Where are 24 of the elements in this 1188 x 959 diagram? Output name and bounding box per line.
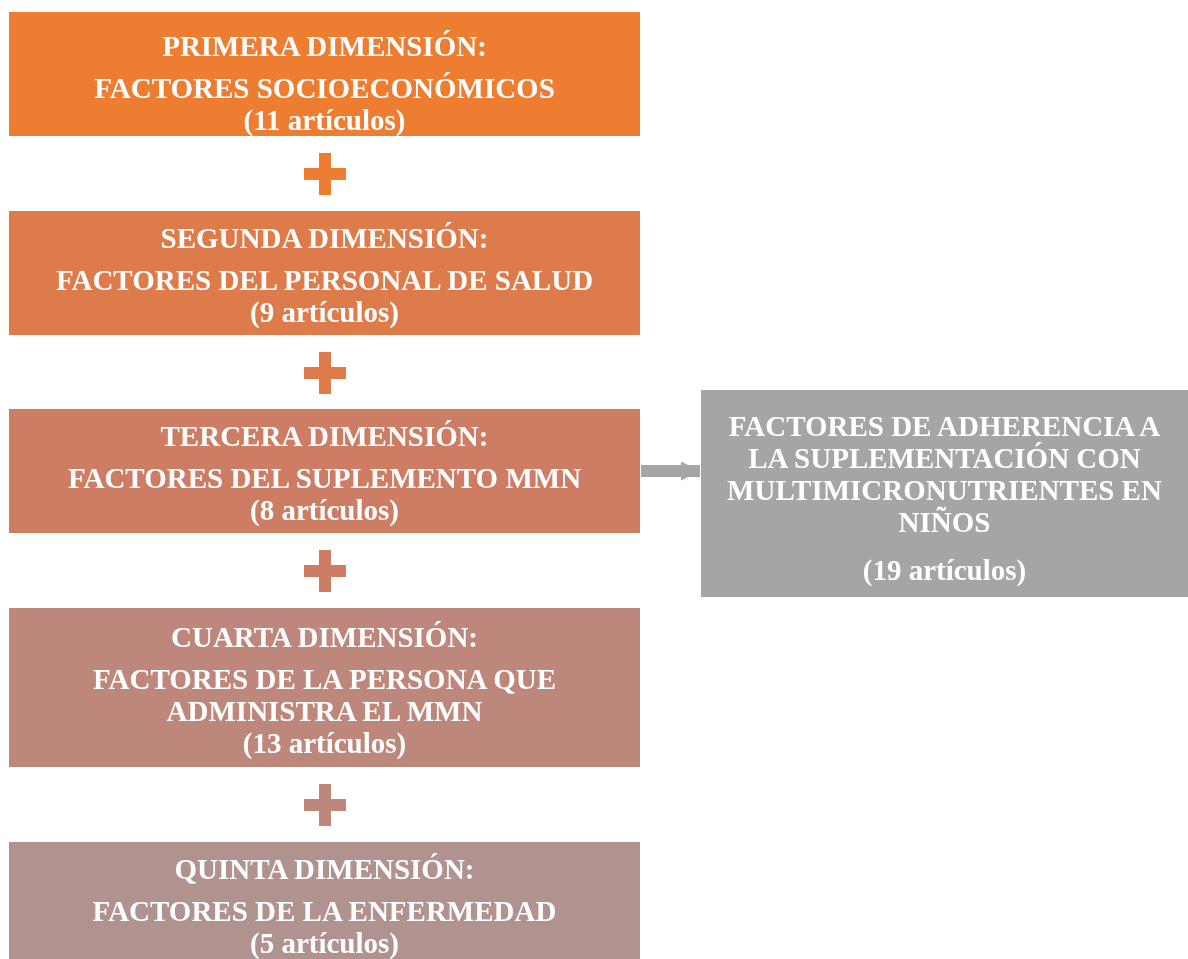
dimension-title: FACTORES SOCIOECONÓMICOS	[94, 72, 555, 104]
result-box	[701, 390, 1188, 597]
dimension-title: FACTORES DEL PERSONAL DE SALUD	[55, 264, 594, 296]
dimension-heading: SEGUNDA DIMENSIÓN:	[160, 222, 489, 254]
dimension-box	[9, 211, 640, 335]
article-count: (13 artículos)	[242, 727, 407, 759]
article-count: (19 artículos)	[862, 554, 1027, 586]
dimension-title: FACTORES DE LA PERSONA QUE ADMINISTRA EL MMN	[92, 663, 557, 727]
dimension-box	[9, 409, 640, 533]
dimension-box	[9, 12, 640, 136]
dimension-box	[9, 842, 640, 959]
article-count: (11 artículos)	[243, 104, 406, 136]
dimension-box	[9, 608, 640, 767]
dimension-heading: PRIMERA DIMENSIÓN:	[162, 30, 487, 62]
article-count: (9 artículos)	[250, 296, 399, 328]
dimension-heading: TERCERA DIMENSIÓN:	[160, 420, 489, 452]
dimension-title: FACTORES DE LA ENFERMEDAD	[92, 895, 557, 927]
arrow	[641, 461, 700, 481]
dimension-heading: QUINTA DIMENSIÓN:	[174, 853, 475, 885]
article-count: (8 artículos)	[250, 494, 399, 526]
dimension-title: FACTORES DEL SUPLEMENTO MMN	[67, 462, 582, 494]
result-title: FACTORES DE ADHERENCIA A LA SUPLEMENTACIÓN CON MULTIMICRONUTRIENTES EN NIÑOS	[726, 410, 1163, 538]
article-count: (5 artículos)	[250, 927, 399, 959]
dimension-heading: CUARTA DIMENSIÓN:	[171, 621, 478, 653]
